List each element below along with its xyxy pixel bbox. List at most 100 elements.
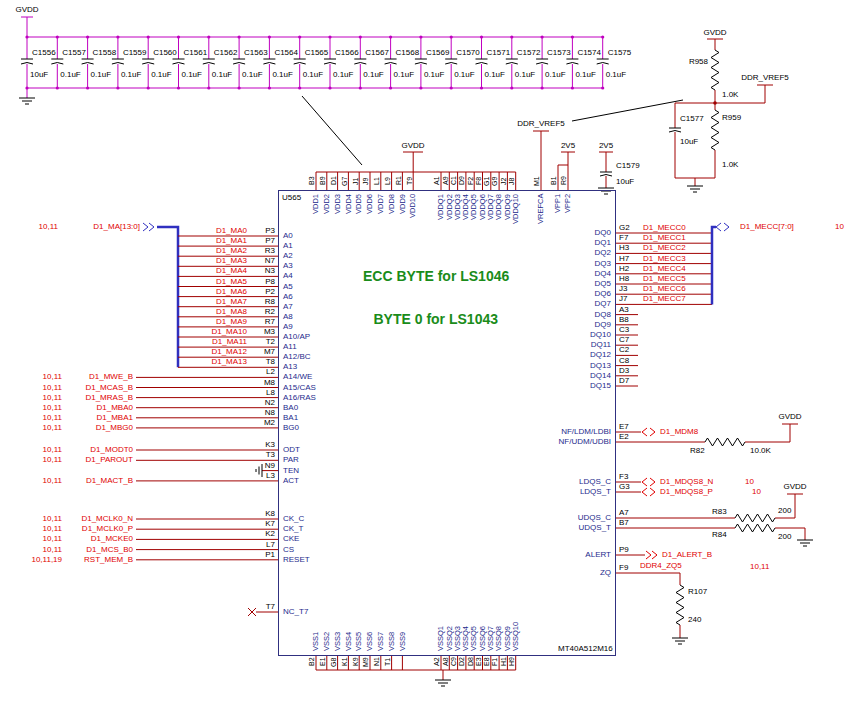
pin-number: P2 [265,288,275,296]
pin-number: P9 [619,546,629,554]
pin-number: T9 [406,177,413,185]
pin-name: UDQS_T [579,524,611,532]
pin-number: P7 [265,237,275,245]
net-label: D1_MCS_B0 [86,546,133,554]
pin-number: C9 [450,658,457,667]
pin-name: DQ8 [595,311,611,319]
pin-number: R2 [265,308,275,316]
pin-number: K8 [265,510,275,518]
pin-name: VDDQ4 [462,194,470,220]
pin-name: VSS1 [312,632,320,651]
net-port [642,488,655,496]
pin-number: H2 [619,265,629,273]
pin-number: R3 [265,247,275,255]
resistor-symbol [705,438,745,446]
pin-number: E1 [319,658,326,667]
pin-name: DQ3 [595,260,611,268]
note-text: ECC BYTE for LS1046 [363,269,509,283]
component-ref: C1569 [426,49,450,57]
pin-name: DQ10 [590,331,611,339]
net-label: D1_MDM8 [660,428,698,436]
net-label: D1_MCLK0_N [81,515,133,523]
component-ref: C1559 [123,49,147,57]
component-value: 0.1uF [121,71,141,79]
net-label: D1_MECC1 [643,234,686,242]
page-ref: 10,11 [750,563,769,571]
pin-name: DQ4 [595,270,611,278]
pin-number: J1 [352,177,359,184]
component-value: 0.1uF [454,71,474,79]
pin-name: DQ6 [595,290,611,298]
pin-name: VSS8 [388,632,396,651]
component-value: 200 [778,533,791,541]
pin-name: ALERT [585,551,611,559]
component-value: 0.1uF [60,71,80,79]
pin-name: LDQS_C [579,478,611,486]
pin-name: PAR [283,456,299,464]
pin-number: H8 [619,275,629,283]
pin-name: VDD1 [312,194,320,214]
pin-number: G2 [619,224,630,232]
component-ref: C1567 [365,49,389,57]
component-label: 1.0K [722,91,738,99]
pin-number: P8 [265,278,275,286]
net-label: D1_MA10 [211,328,247,336]
page-ref: 10,11 [43,446,62,454]
pin-name: UDQS_C [578,514,611,522]
ground-symbol [256,464,262,477]
pin-number: L1 [373,177,380,185]
pin-name: A14/WE [283,373,312,381]
pin-name: VDD2 [323,194,331,214]
component-ref: C1562 [214,49,238,57]
pin-name: LDQS_T [580,488,611,496]
pin-number: D3 [619,367,629,375]
pin-name: A15/CAS [283,384,316,392]
component-value: 0.1uF [424,71,444,79]
ground-symbol [435,680,451,686]
pin-number: K7 [265,520,275,528]
note-text: BYTE 0 for LS1043 [374,312,499,326]
pin-number: L7 [266,541,275,549]
net-label: D1_MA2 [216,247,247,255]
decoupling-capacitors [21,35,609,89]
net-label: D1_MA1 [216,237,247,245]
bus-port [716,223,729,231]
pin-name: VDD8 [388,194,396,214]
page-ref: 10,11 [43,456,62,464]
supply-wires [316,152,516,190]
page-ref: 10,11 [43,535,62,543]
component-ref: C1564 [274,49,298,57]
component-value: 0.1uF [212,71,232,79]
net-label: D1_MDQS8_N [660,478,713,486]
capacitor-symbol [600,172,612,176]
net-label: D1_MECC4 [643,265,686,273]
pin-name: NF/UDM/UDBI [559,438,611,446]
net-label: D1_MA0 [216,227,247,235]
component-ref: C1572 [517,49,541,57]
resistor-symbol [735,524,775,532]
component-ref: C1574 [577,49,601,57]
pin-name: NF/LDM/LDBI [561,428,611,436]
component-ref: C1566 [335,49,359,57]
pin-number: M9 [362,657,369,667]
pin-number: T1 [384,658,391,666]
pin-number: F3 [619,473,628,481]
signal-wires [615,233,712,386]
junction-dot [713,101,717,105]
capacitor-symbol [669,128,681,132]
pin-name: VSSQ7 [487,626,495,651]
pin-name: VDDQ5 [470,194,478,220]
pin-name: VSS4 [345,632,353,651]
pin-number: N2 [265,399,275,407]
pin-name: VSSQ9 [504,626,512,651]
pin-name: VSS3 [334,632,342,651]
pin-name: A1 [283,242,293,250]
pin-number: G9 [491,176,498,185]
component-ref: C1561 [184,49,208,57]
pin-name: A9 [283,323,293,331]
pin-number: K1 [341,658,348,667]
pin-name: VDDQ10 [512,194,520,224]
component-label: GVDD [401,142,424,150]
page-ref: 10,11 [43,414,62,422]
